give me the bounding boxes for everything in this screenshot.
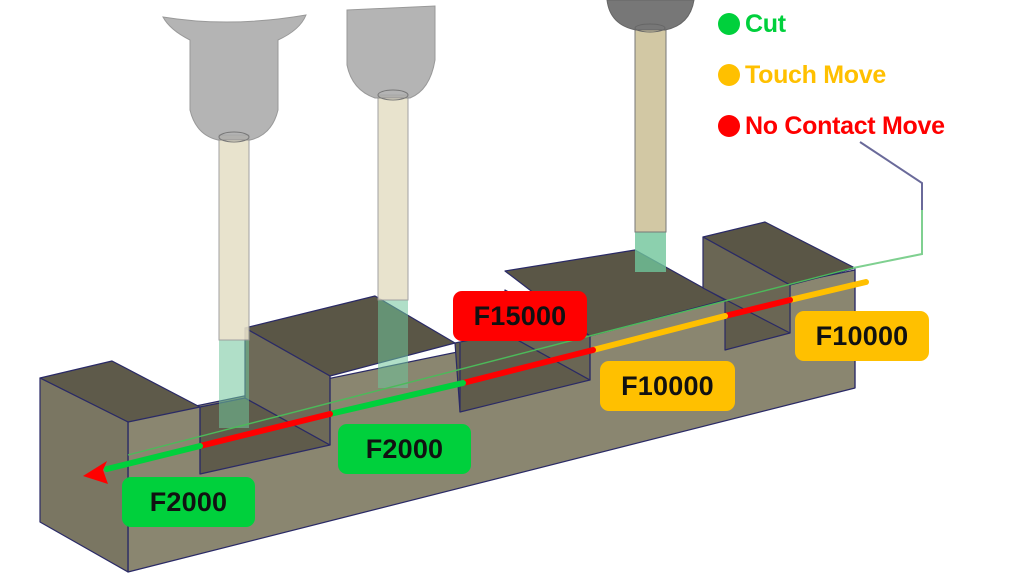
- tool-1-engaged: [219, 340, 249, 428]
- legend-item-touch-move: Touch Move: [718, 49, 886, 101]
- legend-label: No Contact Move: [745, 111, 945, 140]
- legend-label: Touch Move: [745, 60, 886, 89]
- tool-2-engaged: [378, 300, 408, 388]
- tool-3: [606, 0, 695, 272]
- stock-right-block-side: [702, 236, 791, 334]
- approach-path: [127, 141, 923, 456]
- tool-3-engaged: [635, 232, 666, 272]
- toolpath-segment-no-contact-move: [197, 411, 333, 449]
- feed-label-touch-2: F10000: [795, 311, 929, 361]
- toolpath-direction-arrow-icon: [83, 461, 108, 484]
- cut-dot-icon: [718, 13, 740, 35]
- toolpath-segment-touch-move: [590, 313, 728, 353]
- toolpath-segment-cut: [104, 443, 203, 472]
- feed-label-cut-1: F2000: [122, 477, 255, 527]
- feed-label-cut-2: F2000: [338, 424, 471, 474]
- tool-2: [346, 5, 436, 388]
- legend-label: Cut: [745, 9, 786, 38]
- tool-3-holder: [606, 0, 695, 31]
- tool-1: [162, 14, 307, 428]
- legend-item-no-contact-move: No Contact Move: [718, 100, 945, 152]
- approach-path-rapid: [859, 141, 923, 210]
- toolpath-segment-touch-move: [787, 279, 869, 303]
- toolpath-segment-cut: [327, 380, 466, 417]
- tool-2-holder: [346, 5, 436, 99]
- toolpath-segment-no-contact-move: [460, 347, 596, 386]
- toolpath-segment-no-contact-move: [722, 297, 793, 319]
- feed-label-touch-1: F10000: [600, 361, 735, 411]
- tool-3-shank: [634, 27, 667, 233]
- legend-item-cut: Cut: [718, 0, 786, 50]
- toolpath: [104, 279, 869, 472]
- top-contour-line: [127, 267, 854, 456]
- approach-path-feed: [852, 210, 923, 269]
- tool-2-shank: [377, 94, 409, 301]
- feed-label-no-contact: F15000: [453, 291, 587, 341]
- tool-1-shank: [218, 134, 250, 341]
- touch-move-dot-icon: [718, 64, 740, 86]
- no-contact-move-dot-icon: [718, 115, 740, 137]
- tool-1-holder: [162, 14, 307, 141]
